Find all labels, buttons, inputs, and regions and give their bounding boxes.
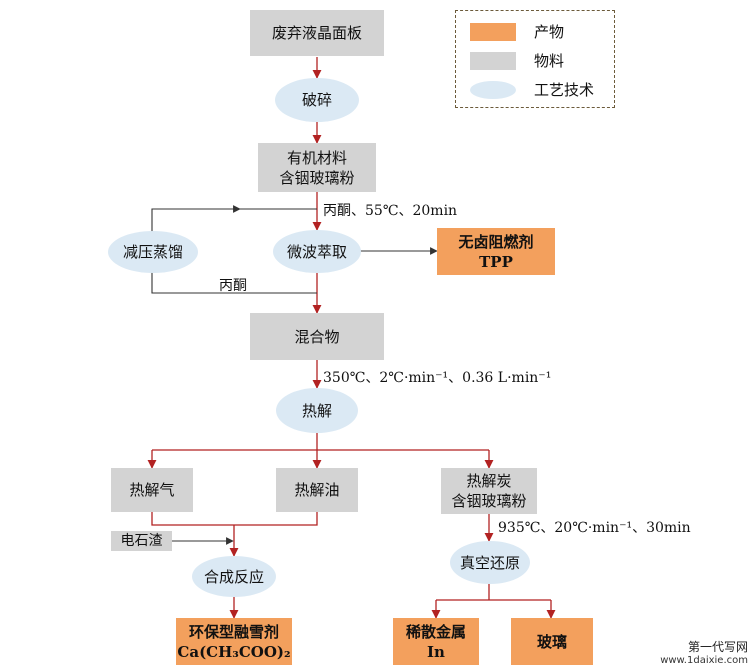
legend-product-swatch xyxy=(470,22,516,41)
node-label-line1: 无卤阻燃剂 xyxy=(458,232,534,251)
legend-process-swatch xyxy=(470,80,516,99)
node-waste-lcd-panel: 废弃液晶面板 xyxy=(250,10,384,56)
condition-acetone-return: 丙酮 xyxy=(219,278,247,294)
node-label: 废弃液晶面板 xyxy=(271,24,362,42)
node-label-line2: TPP xyxy=(479,252,513,271)
condition-pyrolysis: 350℃、2℃·min⁻¹、0.36 L·min⁻¹ xyxy=(323,370,552,386)
watermark: 第一代写网 www.1daixie.com xyxy=(660,638,748,666)
watermark-line2: www.1daixie.com xyxy=(660,655,748,666)
node-mixture: 混合物 xyxy=(250,313,384,360)
condition-extraction: 丙酮、55℃、20min xyxy=(323,203,458,219)
legend-product-label: 产物 xyxy=(534,23,565,41)
node-label-line1: 环保型融雪剂 xyxy=(188,622,279,641)
merge-gas-oil xyxy=(151,512,318,553)
node-label: 电石渣 xyxy=(120,533,163,549)
node-label-line1: 热解炭 xyxy=(466,472,512,490)
node-label: 真空还原 xyxy=(459,553,520,572)
node-pyrolysis-oil: 热解油 xyxy=(276,468,358,512)
legend-product: 产物 xyxy=(470,21,564,42)
legend: 产物 物料 工艺技术 xyxy=(455,10,615,108)
branch-pyrolysis xyxy=(152,433,489,451)
node-snow-melting-agent: 环保型融雪剂 Ca(CH₃COO)₂ xyxy=(176,618,292,665)
node-tpp-flame-retardant: 无卤阻燃剂 TPP xyxy=(437,228,555,275)
node-crushing: 破碎 xyxy=(275,78,359,122)
node-pyrolysis-char: 热解炭 含铟玻璃粉 xyxy=(441,468,537,514)
node-label-line2: In xyxy=(427,642,445,661)
branch-reduction xyxy=(436,584,551,601)
node-label: 破碎 xyxy=(301,91,332,109)
node-label: 减压蒸馏 xyxy=(122,243,183,261)
node-label: 热解 xyxy=(301,401,332,420)
node-glass: 玻璃 xyxy=(511,618,593,665)
watermark-line1: 第一代写网 xyxy=(687,640,748,654)
condition-reduction: 935℃、20℃·min⁻¹、30min xyxy=(498,520,691,536)
node-label: 微波萃取 xyxy=(286,242,347,261)
node-pyrolysis: 热解 xyxy=(276,388,358,433)
legend-material-swatch xyxy=(470,51,516,70)
line-recycle-top xyxy=(151,208,239,232)
line-acetone-return xyxy=(151,272,317,294)
node-microwave-extraction: 微波萃取 xyxy=(273,230,361,273)
legend-process-label: 工艺技术 xyxy=(534,81,595,99)
legend-material: 物料 xyxy=(470,50,564,71)
node-label: 热解油 xyxy=(294,481,340,499)
node-synthesis-reaction: 合成反应 xyxy=(192,556,276,597)
node-label-line1: 有机材料 xyxy=(286,148,347,167)
node-label-line2: 含铟玻璃粉 xyxy=(279,168,355,187)
node-vacuum-reduction: 真空还原 xyxy=(450,541,530,584)
node-label-line2: 含铟玻璃粉 xyxy=(451,492,527,510)
node-label-line1: 稀散金属 xyxy=(405,622,466,641)
node-pyrolysis-gas: 热解气 xyxy=(111,468,193,512)
node-label: 混合物 xyxy=(294,327,340,346)
legend-process: 工艺技术 xyxy=(470,79,594,100)
node-label-line2: Ca(CH₃COO)₂ xyxy=(177,642,291,661)
node-label: 玻璃 xyxy=(536,632,567,651)
node-label: 合成反应 xyxy=(203,567,264,586)
node-indium-metal: 稀散金属 In xyxy=(393,618,479,665)
node-carbide-slag: 电石渣 xyxy=(111,531,172,551)
node-organic-material: 有机材料 含铟玻璃粉 xyxy=(258,143,376,192)
legend-material-label: 物料 xyxy=(534,52,565,70)
node-vacuum-distillation: 减压蒸馏 xyxy=(108,231,198,273)
node-label: 热解气 xyxy=(129,481,175,499)
